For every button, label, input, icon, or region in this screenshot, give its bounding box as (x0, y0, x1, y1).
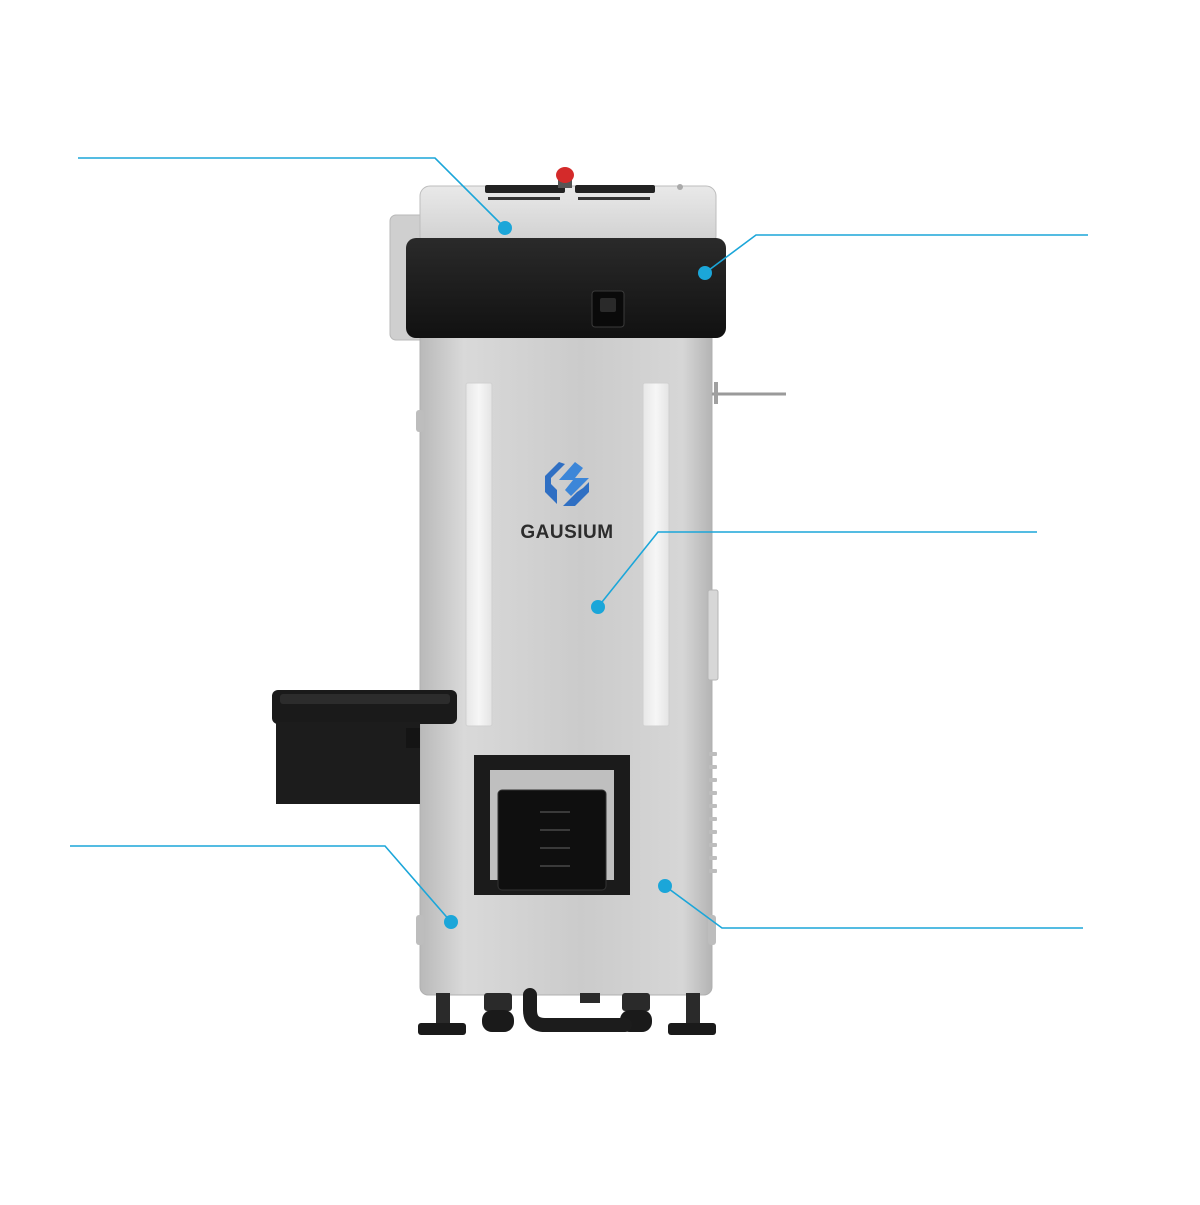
emergency-stop-button (556, 167, 574, 183)
callout-dot (444, 915, 458, 929)
callout-dot (591, 600, 605, 614)
base-feet (418, 988, 716, 1035)
drain-pipe (523, 988, 632, 1032)
callout-lower-right-side (664, 885, 1083, 929)
drawer-grille (540, 811, 570, 867)
side-knob (416, 915, 424, 945)
callout-main-body (597, 531, 1037, 608)
vent-slots (709, 752, 717, 873)
callout-top-lid (78, 157, 506, 229)
callout-dot (498, 221, 512, 235)
light-strip-right (642, 382, 670, 727)
callout-dot (698, 266, 712, 280)
light-strip-left (465, 382, 493, 727)
stop-button-base (558, 180, 572, 188)
side-tray-box (276, 722, 420, 804)
callout-upper-black-panel (704, 234, 1088, 274)
gausium-logo-icon (545, 462, 589, 506)
callout-lower-left-side (70, 845, 452, 923)
drawer-inner (497, 789, 607, 891)
side-access-panel (707, 589, 719, 681)
top-lid (419, 185, 717, 247)
brand-name: GAUSIUM (520, 522, 613, 543)
side-knob (416, 410, 424, 432)
callout-dot (658, 879, 672, 893)
upper-black-panel (406, 238, 726, 338)
